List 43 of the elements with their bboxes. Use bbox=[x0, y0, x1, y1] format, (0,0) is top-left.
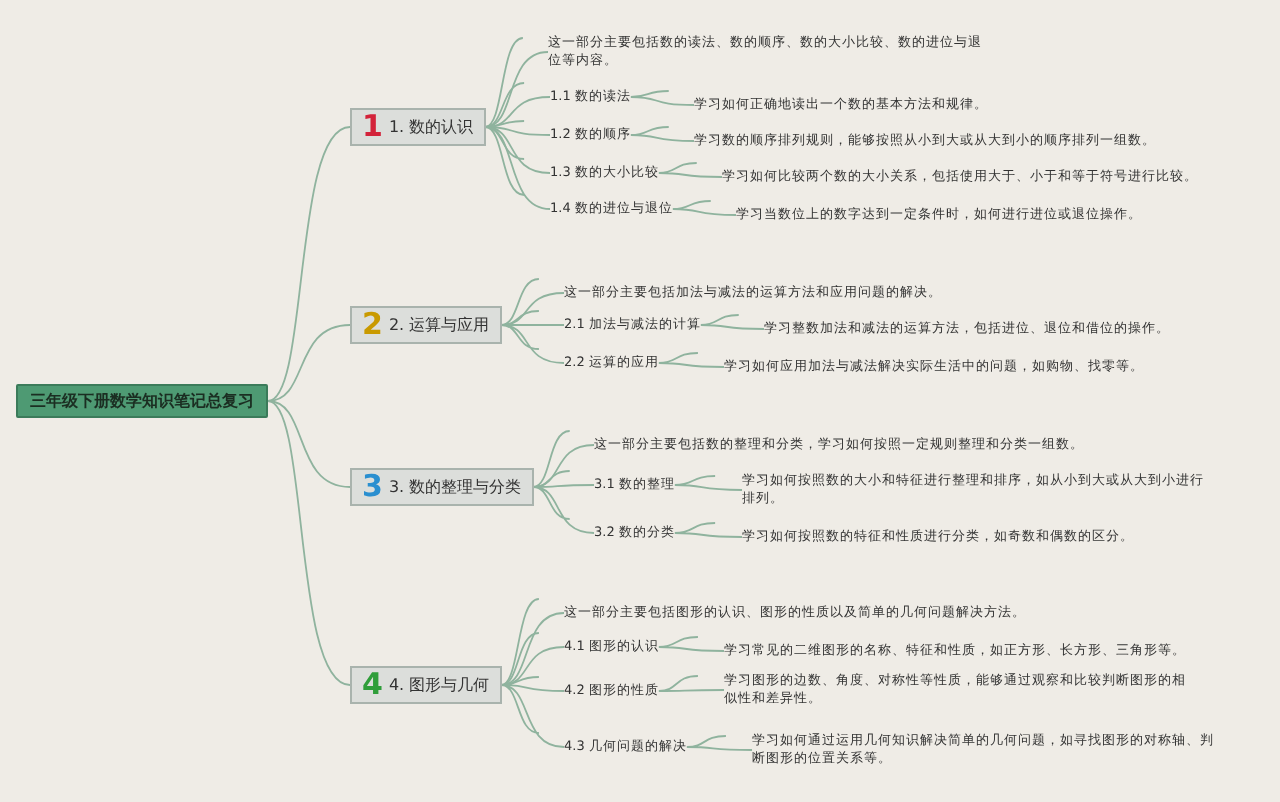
branch-line bbox=[484, 82, 551, 128]
branch-line bbox=[657, 352, 725, 368]
branch-line bbox=[267, 400, 351, 686]
branch-line bbox=[500, 310, 565, 326]
topic-label: 2. 运算与应用 bbox=[388, 316, 490, 334]
branch-line bbox=[629, 126, 695, 142]
branch-line bbox=[500, 684, 565, 748]
topic-number: 3 bbox=[362, 474, 383, 500]
branch-line bbox=[673, 522, 743, 538]
branch-line bbox=[484, 37, 549, 128]
branch-line bbox=[267, 324, 351, 402]
branch-line bbox=[673, 475, 743, 491]
branch-line bbox=[500, 324, 565, 364]
branch-line bbox=[484, 126, 551, 174]
topic-label: 4. 图形与几何 bbox=[388, 676, 490, 694]
branch-line bbox=[500, 632, 565, 686]
branch-line bbox=[629, 90, 695, 106]
topic-box bbox=[350, 306, 502, 344]
branch-line bbox=[657, 675, 725, 692]
branch-line bbox=[484, 120, 551, 136]
branch-line bbox=[500, 278, 565, 326]
topic-box bbox=[350, 666, 502, 704]
topic-label: 3. 数的整理与分类 bbox=[388, 478, 522, 496]
branch-line bbox=[699, 314, 765, 330]
branch-line bbox=[532, 470, 595, 488]
topic-box bbox=[350, 468, 534, 506]
topic-number: 2 bbox=[362, 312, 383, 338]
topic-number: 1 bbox=[362, 114, 383, 140]
branch-line bbox=[657, 162, 723, 178]
topic-number: 4 bbox=[362, 672, 383, 698]
branch-line bbox=[685, 735, 753, 751]
topic-label: 1. 数的认识 bbox=[388, 118, 474, 136]
branch-line bbox=[532, 430, 595, 488]
branch-line bbox=[267, 400, 351, 488]
branch-line bbox=[267, 126, 351, 402]
branch-line bbox=[671, 200, 737, 216]
root-box: 三年级下册数学知识笔记总复习 bbox=[16, 384, 268, 418]
branch-line bbox=[532, 486, 595, 534]
branch-line bbox=[500, 598, 565, 686]
topic-box bbox=[350, 108, 486, 146]
branch-line bbox=[500, 676, 565, 692]
branch-line bbox=[657, 636, 725, 652]
branch-line bbox=[484, 126, 551, 210]
